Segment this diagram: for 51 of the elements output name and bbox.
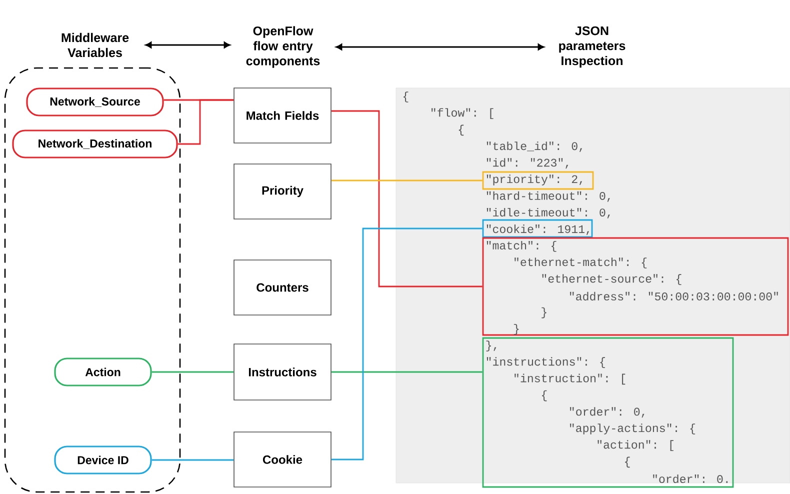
code-line: }, <box>486 340 496 352</box>
code-line: "apply-actions": { <box>570 424 696 434</box>
column-heading: JSON parameters Inspection <box>559 26 626 68</box>
code-line: "priority": 2, <box>486 174 582 186</box>
column-heading: OpenFlow flow entry components <box>246 26 320 68</box>
component-box: Priority <box>234 164 332 220</box>
highlight-box <box>482 237 789 336</box>
code-line: "table_id": 0, <box>486 142 582 152</box>
rounded-label: Network_Destination <box>12 130 178 158</box>
component-box: Instructions <box>234 344 332 400</box>
code-line: "match": { <box>486 240 556 252</box>
connector-line <box>331 228 482 460</box>
code-line: } <box>514 324 519 335</box>
code-panel <box>396 88 790 484</box>
component-box: Cookie <box>234 432 332 488</box>
code-line: "ethernet-match": { <box>514 258 647 268</box>
code-line: } <box>542 307 546 318</box>
connector-line <box>152 371 234 373</box>
code-line: "hard-timeout": 0, <box>486 191 610 202</box>
rounded-label: Network_Source <box>26 88 164 116</box>
double-arrow <box>145 42 230 48</box>
highlight-box <box>482 219 593 238</box>
dashed-group-border <box>4 67 181 493</box>
code-line: { <box>625 456 630 468</box>
code-line: "action": [ <box>598 440 674 451</box>
double-arrow <box>336 44 544 50</box>
code-line: "idle-timeout": 0, <box>486 208 610 218</box>
connector-line <box>178 99 234 145</box>
column-heading: Middleware Variables <box>62 32 129 58</box>
connector-line <box>152 459 234 461</box>
code-line: "instructions": { <box>486 357 605 368</box>
code-line: { <box>542 390 547 402</box>
highlight-box <box>482 171 594 190</box>
component-box: Match Fields <box>234 88 332 144</box>
rounded-label: Action <box>54 358 152 386</box>
code-line: { <box>458 124 464 136</box>
code-line: "ethernet-source": { <box>542 274 682 285</box>
code-line: "address": "50:00:03:00:00:00" <box>570 292 778 300</box>
code-line: "order": 0. <box>653 474 728 484</box>
code-line: "cookie": 1911, <box>486 224 589 236</box>
code-line: "order": 0, <box>570 407 644 418</box>
code-line: "id": "223", <box>486 158 568 169</box>
connector-line <box>331 180 482 182</box>
code-line: "flow": [ <box>431 108 494 119</box>
code-line: { <box>404 92 408 102</box>
rounded-label: Device ID <box>54 446 152 474</box>
code-line: "instruction": [ <box>514 374 626 385</box>
component-box: Counters <box>234 260 332 316</box>
connector-line <box>331 371 482 373</box>
connector-line <box>331 110 482 288</box>
highlight-box <box>482 337 734 488</box>
